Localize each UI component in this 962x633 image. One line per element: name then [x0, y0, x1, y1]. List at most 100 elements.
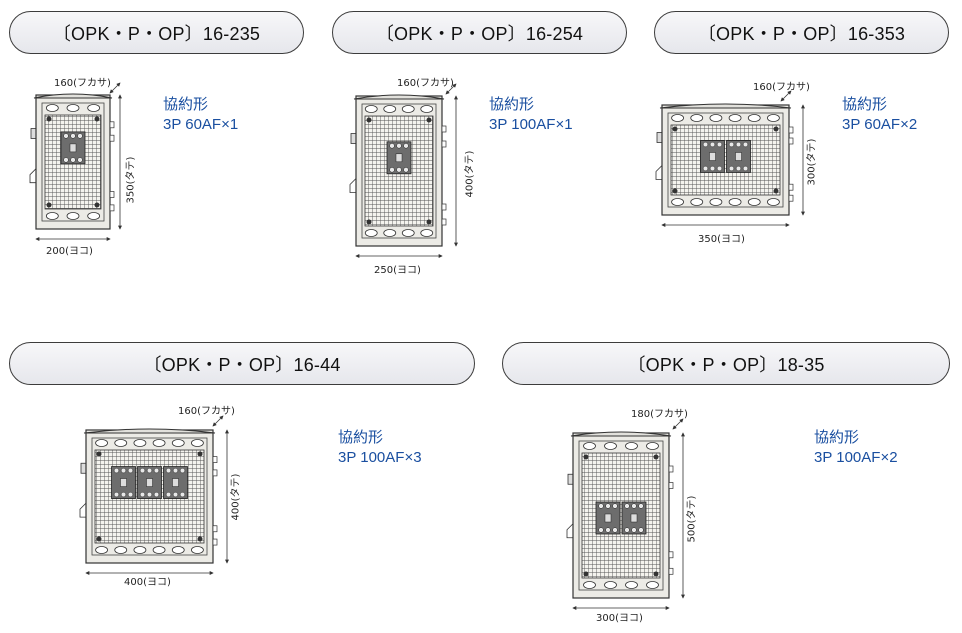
breaker-terminal: [598, 527, 604, 533]
screw: [197, 451, 203, 457]
knockout-bottom: [420, 229, 434, 237]
breaker-terminal: [70, 133, 76, 139]
knockout-bottom: [671, 198, 684, 206]
knockout-top: [646, 442, 659, 450]
spec-breaker: 3P 100AF×1: [489, 116, 573, 133]
screw: [197, 536, 203, 542]
knockout-bottom: [45, 212, 59, 220]
depth-label-16-235: 160(フカサ): [54, 78, 111, 89]
knockout-top: [364, 105, 378, 113]
breaker-terminal: [77, 133, 83, 139]
knockout-top: [401, 105, 415, 113]
breaker-terminal: [716, 165, 723, 172]
knockout-top: [420, 105, 434, 113]
roof-16-353: [659, 103, 792, 109]
inner-frame-16-44: [91, 437, 208, 556]
spec-16-235: 協約形 3P 60AF×1: [163, 95, 238, 135]
spec-breaker: 3P 60AF×1: [163, 116, 239, 133]
screw: [653, 454, 659, 460]
breaker-terminal: [728, 165, 735, 172]
screw: [426, 117, 432, 123]
knockout-top: [133, 439, 147, 447]
breaker-terminal: [389, 167, 395, 173]
spec-type: 協約形: [489, 96, 535, 113]
depth-dimension-line-16-353: [780, 90, 792, 102]
knockout-top: [747, 114, 761, 122]
knockout-top: [767, 114, 780, 122]
breaker-terminal: [77, 157, 83, 163]
hinge-16-235: [30, 128, 37, 139]
breaker-terminal: [139, 467, 146, 474]
knockout-top: [171, 439, 185, 447]
screw: [94, 116, 100, 122]
knockout-bottom: [133, 546, 147, 554]
product-title-18-35: 〔OPK・P・OP〕18-35: [502, 342, 950, 385]
breaker-toggle: [630, 513, 638, 523]
breaker-toggle: [395, 153, 403, 163]
knockout-top: [728, 114, 742, 122]
roof-16-254: [353, 94, 445, 100]
width-label-18-35: 300(ヨコ): [596, 613, 643, 624]
roof-16-235: [33, 93, 113, 99]
mounting-plate-18-35: [581, 452, 661, 579]
spec-16-353: 協約形 3P 60AF×2: [842, 95, 917, 135]
spec-breaker: 3P 60AF×2: [842, 116, 918, 133]
knockout-bottom: [152, 546, 166, 554]
spec-type: 協約形: [814, 429, 860, 446]
screw: [46, 116, 52, 122]
knockout-top: [583, 442, 596, 450]
hinge-18-35: [567, 473, 574, 485]
breaker-terminal: [120, 467, 127, 474]
knockout-top: [152, 439, 166, 447]
knockout-bottom: [583, 581, 596, 589]
breaker-terminal: [728, 141, 735, 148]
breaker-terminal: [70, 157, 76, 163]
knockout-bottom: [646, 581, 659, 589]
side-connector: [788, 137, 794, 145]
breaker-terminal: [631, 527, 637, 533]
knockout-top: [95, 439, 108, 447]
spec-breaker: 3P 100AF×2: [814, 449, 898, 466]
knockout-bottom: [95, 546, 108, 554]
latch-16-254: [349, 178, 357, 193]
knockout-bottom: [604, 581, 617, 589]
inner-frame-16-235: [41, 102, 105, 222]
breaker-terminal: [612, 527, 618, 533]
hinge-16-353: [656, 132, 663, 143]
breaker-terminal: [598, 503, 604, 509]
knockout-top: [66, 104, 80, 112]
screw: [96, 536, 102, 542]
breaker-terminal: [612, 503, 618, 509]
breaker-terminal: [624, 527, 630, 533]
breaker-toggle: [120, 478, 127, 487]
mounting-plate-16-353: [670, 124, 781, 196]
side-connector: [109, 191, 115, 198]
knockout-bottom: [66, 212, 80, 220]
inner-frame-16-353: [667, 112, 784, 208]
side-connector: [788, 194, 794, 202]
spec-breaker: 3P 100AF×3: [338, 449, 422, 466]
knockout-top: [709, 114, 723, 122]
spec-16-254: 協約形 3P 100AF×1: [489, 95, 573, 135]
width-label-16-235: 200(ヨコ): [46, 246, 93, 257]
breaker-terminal: [638, 527, 644, 533]
knockout-top: [114, 439, 128, 447]
side-connector: [788, 126, 794, 134]
breaker-terminal: [172, 467, 179, 474]
depth-label-18-35: 180(フカサ): [631, 409, 688, 420]
breaker-terminal: [709, 141, 716, 148]
breaker-toggle: [146, 478, 153, 487]
depth-label-16-353: 160(フカサ): [753, 82, 810, 93]
breaker-terminal: [146, 491, 153, 498]
breaker-terminal: [165, 491, 172, 498]
breaker-terminal: [735, 141, 742, 148]
knockout-top: [625, 442, 638, 450]
side-connector: [441, 140, 447, 148]
spec-type: 協約形: [163, 96, 209, 113]
spec-type: 協約形: [842, 96, 888, 113]
breaker-terminal: [735, 165, 742, 172]
width-label-16-254: 250(ヨコ): [374, 265, 421, 276]
product-title-16-254: 〔OPK・P・OP〕16-254: [332, 11, 627, 54]
screw: [366, 219, 372, 225]
